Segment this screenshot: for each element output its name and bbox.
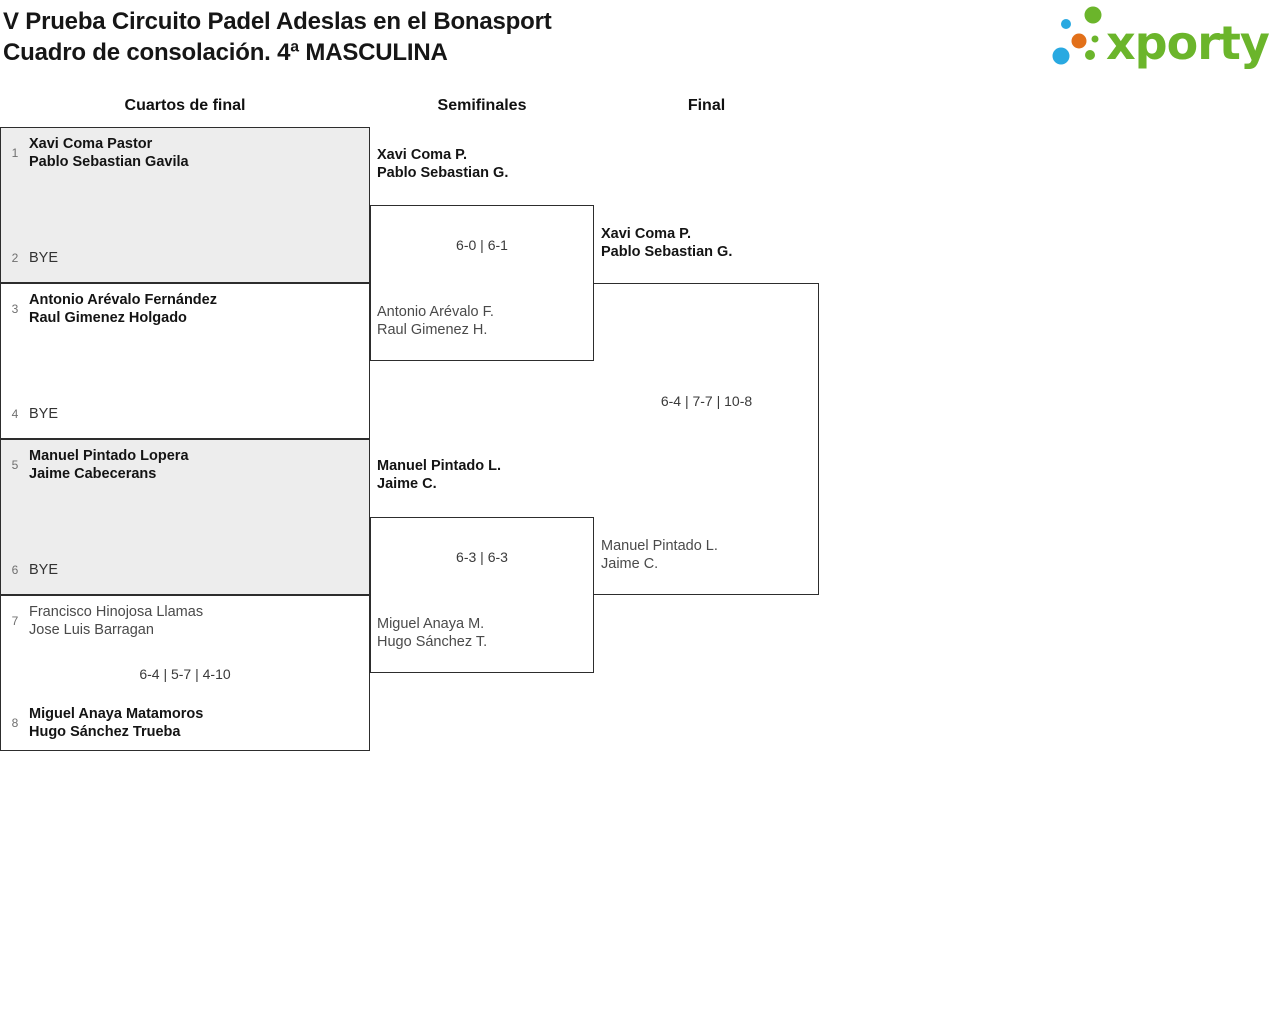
seed-number: 4 bbox=[11, 407, 19, 421]
team-name: Jaime C. bbox=[377, 476, 437, 492]
team-name: Francisco Hinojosa Llamas bbox=[29, 604, 204, 620]
qf-match-1: 1 Xavi Coma Pastor Pablo Sebastian Gavil… bbox=[0, 127, 370, 283]
team-name: Jaime Cabecerans bbox=[29, 466, 157, 482]
qf2-team-bottom: 4 BYE bbox=[10, 405, 363, 423]
seed-number: 1 bbox=[11, 146, 19, 160]
qf1-team-top: 1 Xavi Coma Pastor Pablo Sebastian Gavil… bbox=[10, 135, 363, 171]
team-name: Manuel Pintado L. bbox=[601, 538, 718, 554]
qf2-team-top: 3 Antonio Arévalo Fernández Raul Gimenez… bbox=[10, 291, 363, 327]
final-team-bottom: Manuel Pintado L. Jaime C. bbox=[601, 537, 718, 573]
round-header-final: Final bbox=[687, 97, 726, 114]
sf-match-2 bbox=[370, 517, 594, 673]
team-name: Hugo Sánchez Trueba bbox=[29, 724, 181, 740]
team-name: Manuel Pintado L. bbox=[377, 458, 502, 474]
team-name: Antonio Arévalo Fernández bbox=[29, 292, 217, 308]
team-name: Miguel Anaya Matamoros bbox=[29, 706, 204, 722]
seed-number: 3 bbox=[11, 302, 19, 316]
qf-match-4: 7 Francisco Hinojosa Llamas Jose Luis Ba… bbox=[0, 595, 370, 751]
team-name: Antonio Arévalo F. bbox=[377, 304, 494, 320]
round-header-cuartos: Cuartos de final bbox=[124, 97, 246, 114]
logo-dots-icon bbox=[1052, 6, 1102, 65]
qf1-team-bottom: 2 BYE bbox=[10, 249, 363, 267]
final-team-top: Xavi Coma P. Pablo Sebastian G. bbox=[601, 225, 732, 261]
qf4-team-bottom: 8 Miguel Anaya Matamoros Hugo Sánchez Tr… bbox=[10, 705, 363, 741]
page-title: V Prueba Circuito Padel Adeslas en el Bo… bbox=[3, 6, 552, 68]
team-name: Miguel Anaya M. bbox=[377, 616, 485, 632]
team-name: Hugo Sánchez T. bbox=[377, 634, 488, 650]
sf1-team-top: Xavi Coma P. Pablo Sebastian G. bbox=[377, 146, 508, 182]
qf4-team-top: 7 Francisco Hinojosa Llamas Jose Luis Ba… bbox=[10, 603, 363, 639]
team-name: Raul Gimenez Holgado bbox=[29, 310, 187, 326]
match-score: 6-4 | 5-7 | 4-10 bbox=[139, 666, 231, 682]
logo-text: xporty bbox=[1106, 16, 1270, 70]
bye-label: BYE bbox=[29, 406, 59, 422]
qf-match-2: 3 Antonio Arévalo Fernández Raul Gimenez… bbox=[0, 283, 370, 439]
team-name: Xavi Coma P. bbox=[601, 226, 692, 242]
team-name: Jose Luis Barragan bbox=[29, 622, 154, 638]
bye-label: BYE bbox=[29, 250, 59, 266]
qf-match-3: 5 Manuel Pintado Lopera Jaime Cabecerans… bbox=[0, 439, 370, 595]
seed-number: 6 bbox=[11, 563, 19, 577]
team-name: Manuel Pintado Lopera bbox=[29, 448, 189, 464]
page-title-line2: Cuadro de consolación. 4ª MASCULINA bbox=[3, 39, 448, 66]
team-name: Pablo Sebastian G. bbox=[377, 165, 509, 181]
final-match bbox=[594, 283, 819, 595]
xporty-logo[interactable]: xporty bbox=[1046, 2, 1276, 80]
sf2-team-bottom: Miguel Anaya M. Hugo Sánchez T. bbox=[377, 615, 487, 651]
team-name: Raul Gimenez H. bbox=[377, 322, 488, 338]
round-header-semifinales: Semifinales bbox=[437, 97, 527, 114]
team-name: Xavi Coma P. bbox=[377, 147, 468, 163]
match-score: 6-3 | 6-3 bbox=[456, 549, 508, 565]
sf2-team-top: Manuel Pintado L. Jaime C. bbox=[377, 457, 501, 493]
match-score: 6-4 | 7-7 | 10-8 bbox=[660, 393, 753, 409]
page-title-line1: V Prueba Circuito Padel Adeslas en el Bo… bbox=[3, 8, 552, 35]
sf1-team-bottom: Antonio Arévalo F. Raul Gimenez H. bbox=[377, 303, 494, 339]
team-name: Xavi Coma Pastor bbox=[29, 136, 153, 152]
seed-number: 8 bbox=[11, 716, 19, 730]
team-name: Pablo Sebastian G. bbox=[601, 244, 733, 260]
match-score: 6-0 | 6-1 bbox=[456, 237, 508, 253]
qf3-team-top: 5 Manuel Pintado Lopera Jaime Cabecerans bbox=[10, 447, 363, 483]
bye-label: BYE bbox=[29, 562, 59, 578]
team-name: Jaime C. bbox=[601, 556, 659, 572]
seed-number: 7 bbox=[11, 614, 19, 628]
seed-number: 2 bbox=[11, 251, 19, 265]
team-name: Pablo Sebastian Gavila bbox=[29, 154, 189, 170]
seed-number: 5 bbox=[11, 458, 19, 472]
qf3-team-bottom: 6 BYE bbox=[10, 561, 363, 579]
sf-match-1 bbox=[370, 205, 594, 361]
